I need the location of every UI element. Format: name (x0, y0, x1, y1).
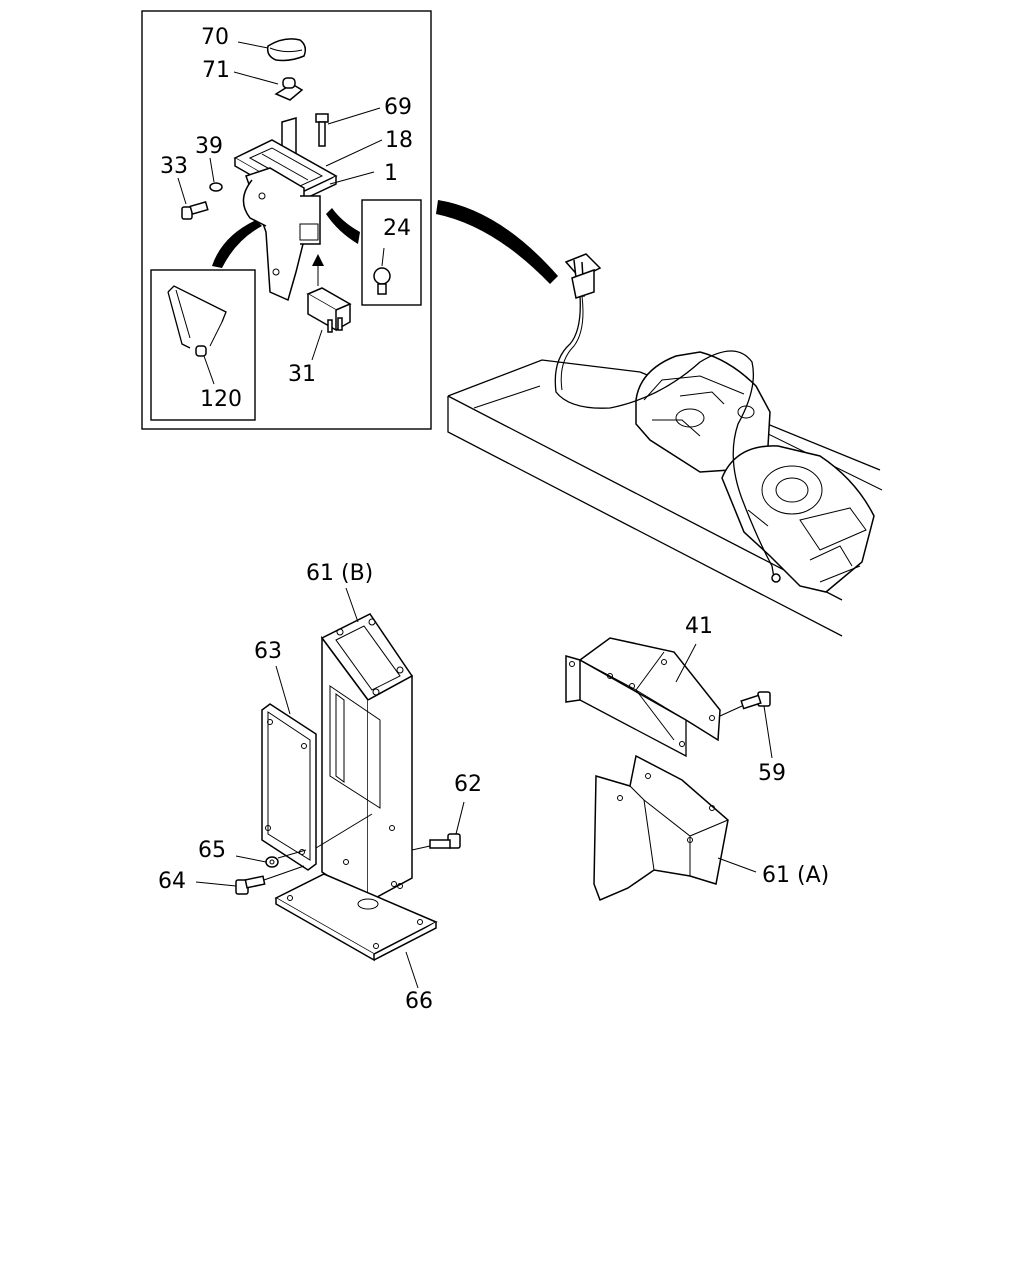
part-66-base-plate (274, 873, 438, 962)
part-31-switch (306, 287, 352, 333)
part-69-screw (315, 113, 329, 147)
part-33-bolt (181, 201, 209, 220)
callout-39: 39 (195, 134, 223, 159)
callout-59: 59 (758, 761, 786, 786)
callout-33: 33 (160, 154, 188, 179)
part-39-washer (209, 182, 223, 192)
callout-63: 63 (254, 639, 282, 664)
callout-120: 120 (200, 387, 242, 412)
callout-61a: 61 (A) (762, 863, 829, 888)
part-61b-stand (320, 613, 414, 904)
callout-66: 66 (405, 989, 433, 1014)
callout-71: 71 (202, 58, 230, 83)
chassis-view (447, 253, 883, 637)
bracket-assembly (565, 637, 773, 901)
callout-62: 62 (454, 772, 482, 797)
part-61a-cover (593, 754, 729, 901)
part-41-bracket (565, 637, 721, 758)
part-62-bolt (429, 833, 461, 849)
callout-18: 18 (385, 128, 413, 153)
callout-1: 1 (384, 161, 398, 186)
part-65-washer (265, 856, 279, 868)
part-120-sub-inset (150, 269, 256, 421)
part-70-knob (266, 38, 307, 62)
callout-31: 31 (288, 362, 316, 387)
pointer-arrow (436, 200, 558, 284)
lever-assembly-inset (141, 10, 432, 430)
part-1-bracket (242, 167, 321, 302)
callout-24: 24 (383, 216, 411, 241)
part-24-sub-inset (361, 199, 422, 306)
callout-70: 70 (201, 25, 229, 50)
part-64-bolt (235, 875, 266, 895)
stand-assembly (195, 587, 465, 989)
part-63-cover (261, 703, 317, 871)
part-71-cap (274, 77, 304, 101)
callout-69: 69 (384, 95, 412, 120)
part-59-bolt (719, 691, 771, 717)
callout-41: 41 (685, 614, 713, 639)
callout-65: 65 (198, 838, 226, 863)
callout-61b: 61 (B) (306, 561, 373, 586)
callout-labels: 70 71 69 18 39 33 1 24 31 120 61 (B) 63 … (158, 25, 829, 1014)
callout-64: 64 (158, 869, 186, 894)
